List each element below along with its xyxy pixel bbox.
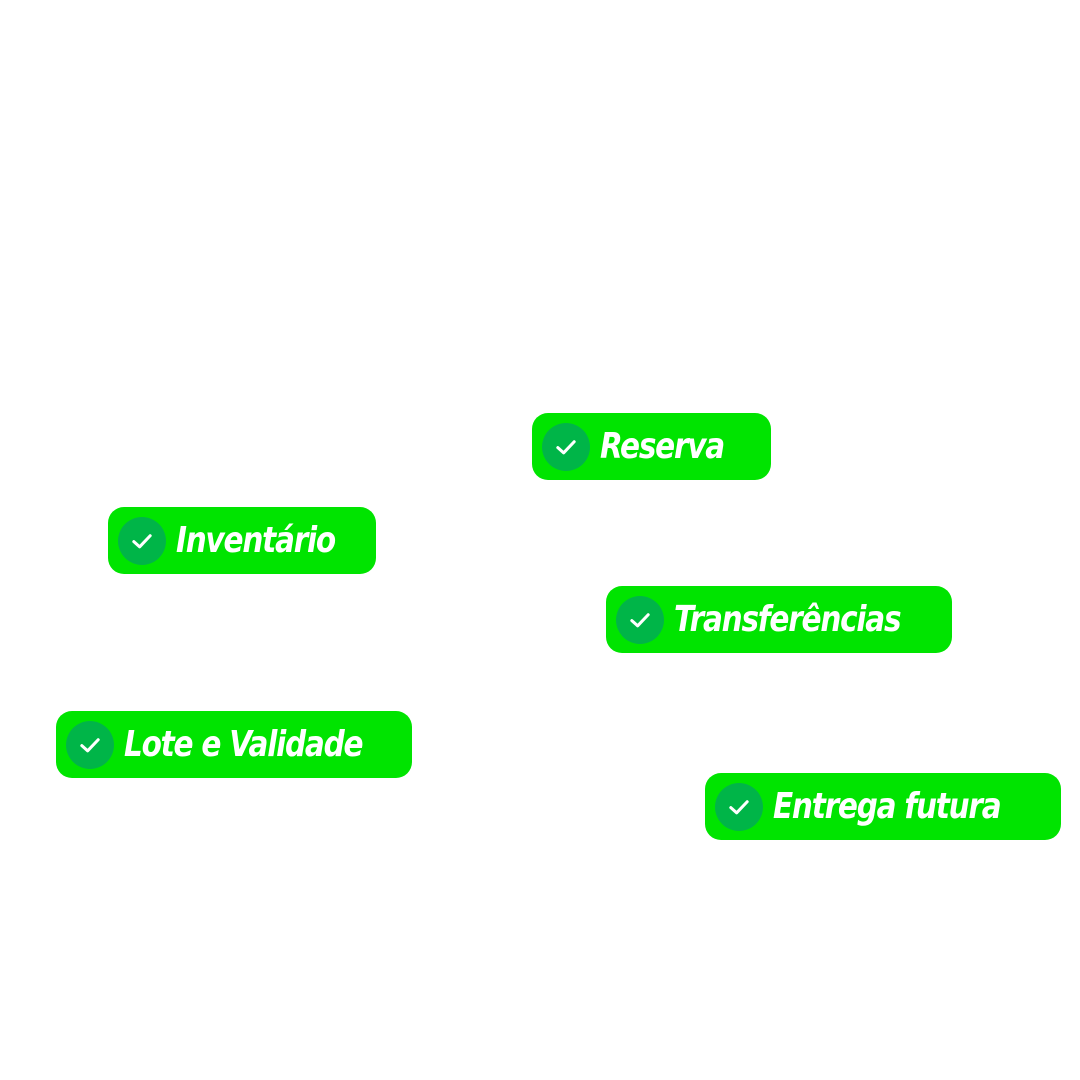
feature-badge-label: Transferências bbox=[674, 599, 902, 640]
check-icon bbox=[66, 720, 114, 769]
feature-badge-inventario: Inventário bbox=[108, 507, 376, 574]
feature-badge-label: Inventário bbox=[176, 520, 336, 561]
check-icon bbox=[715, 782, 763, 831]
feature-badge-lote-validade: Lote e Validade bbox=[56, 711, 412, 778]
feature-badge-reserva: Reserva bbox=[532, 413, 771, 480]
feature-badge-transferencias: Transferências bbox=[606, 586, 952, 653]
feature-badge-label: Lote e Validade bbox=[124, 724, 364, 765]
feature-badge-label: Reserva bbox=[600, 426, 725, 467]
check-icon bbox=[542, 422, 590, 471]
check-icon bbox=[616, 595, 664, 644]
feature-badge-entrega-futura: Entrega futura bbox=[705, 773, 1061, 840]
check-icon bbox=[118, 516, 166, 565]
feature-badge-label: Entrega futura bbox=[773, 786, 1002, 827]
